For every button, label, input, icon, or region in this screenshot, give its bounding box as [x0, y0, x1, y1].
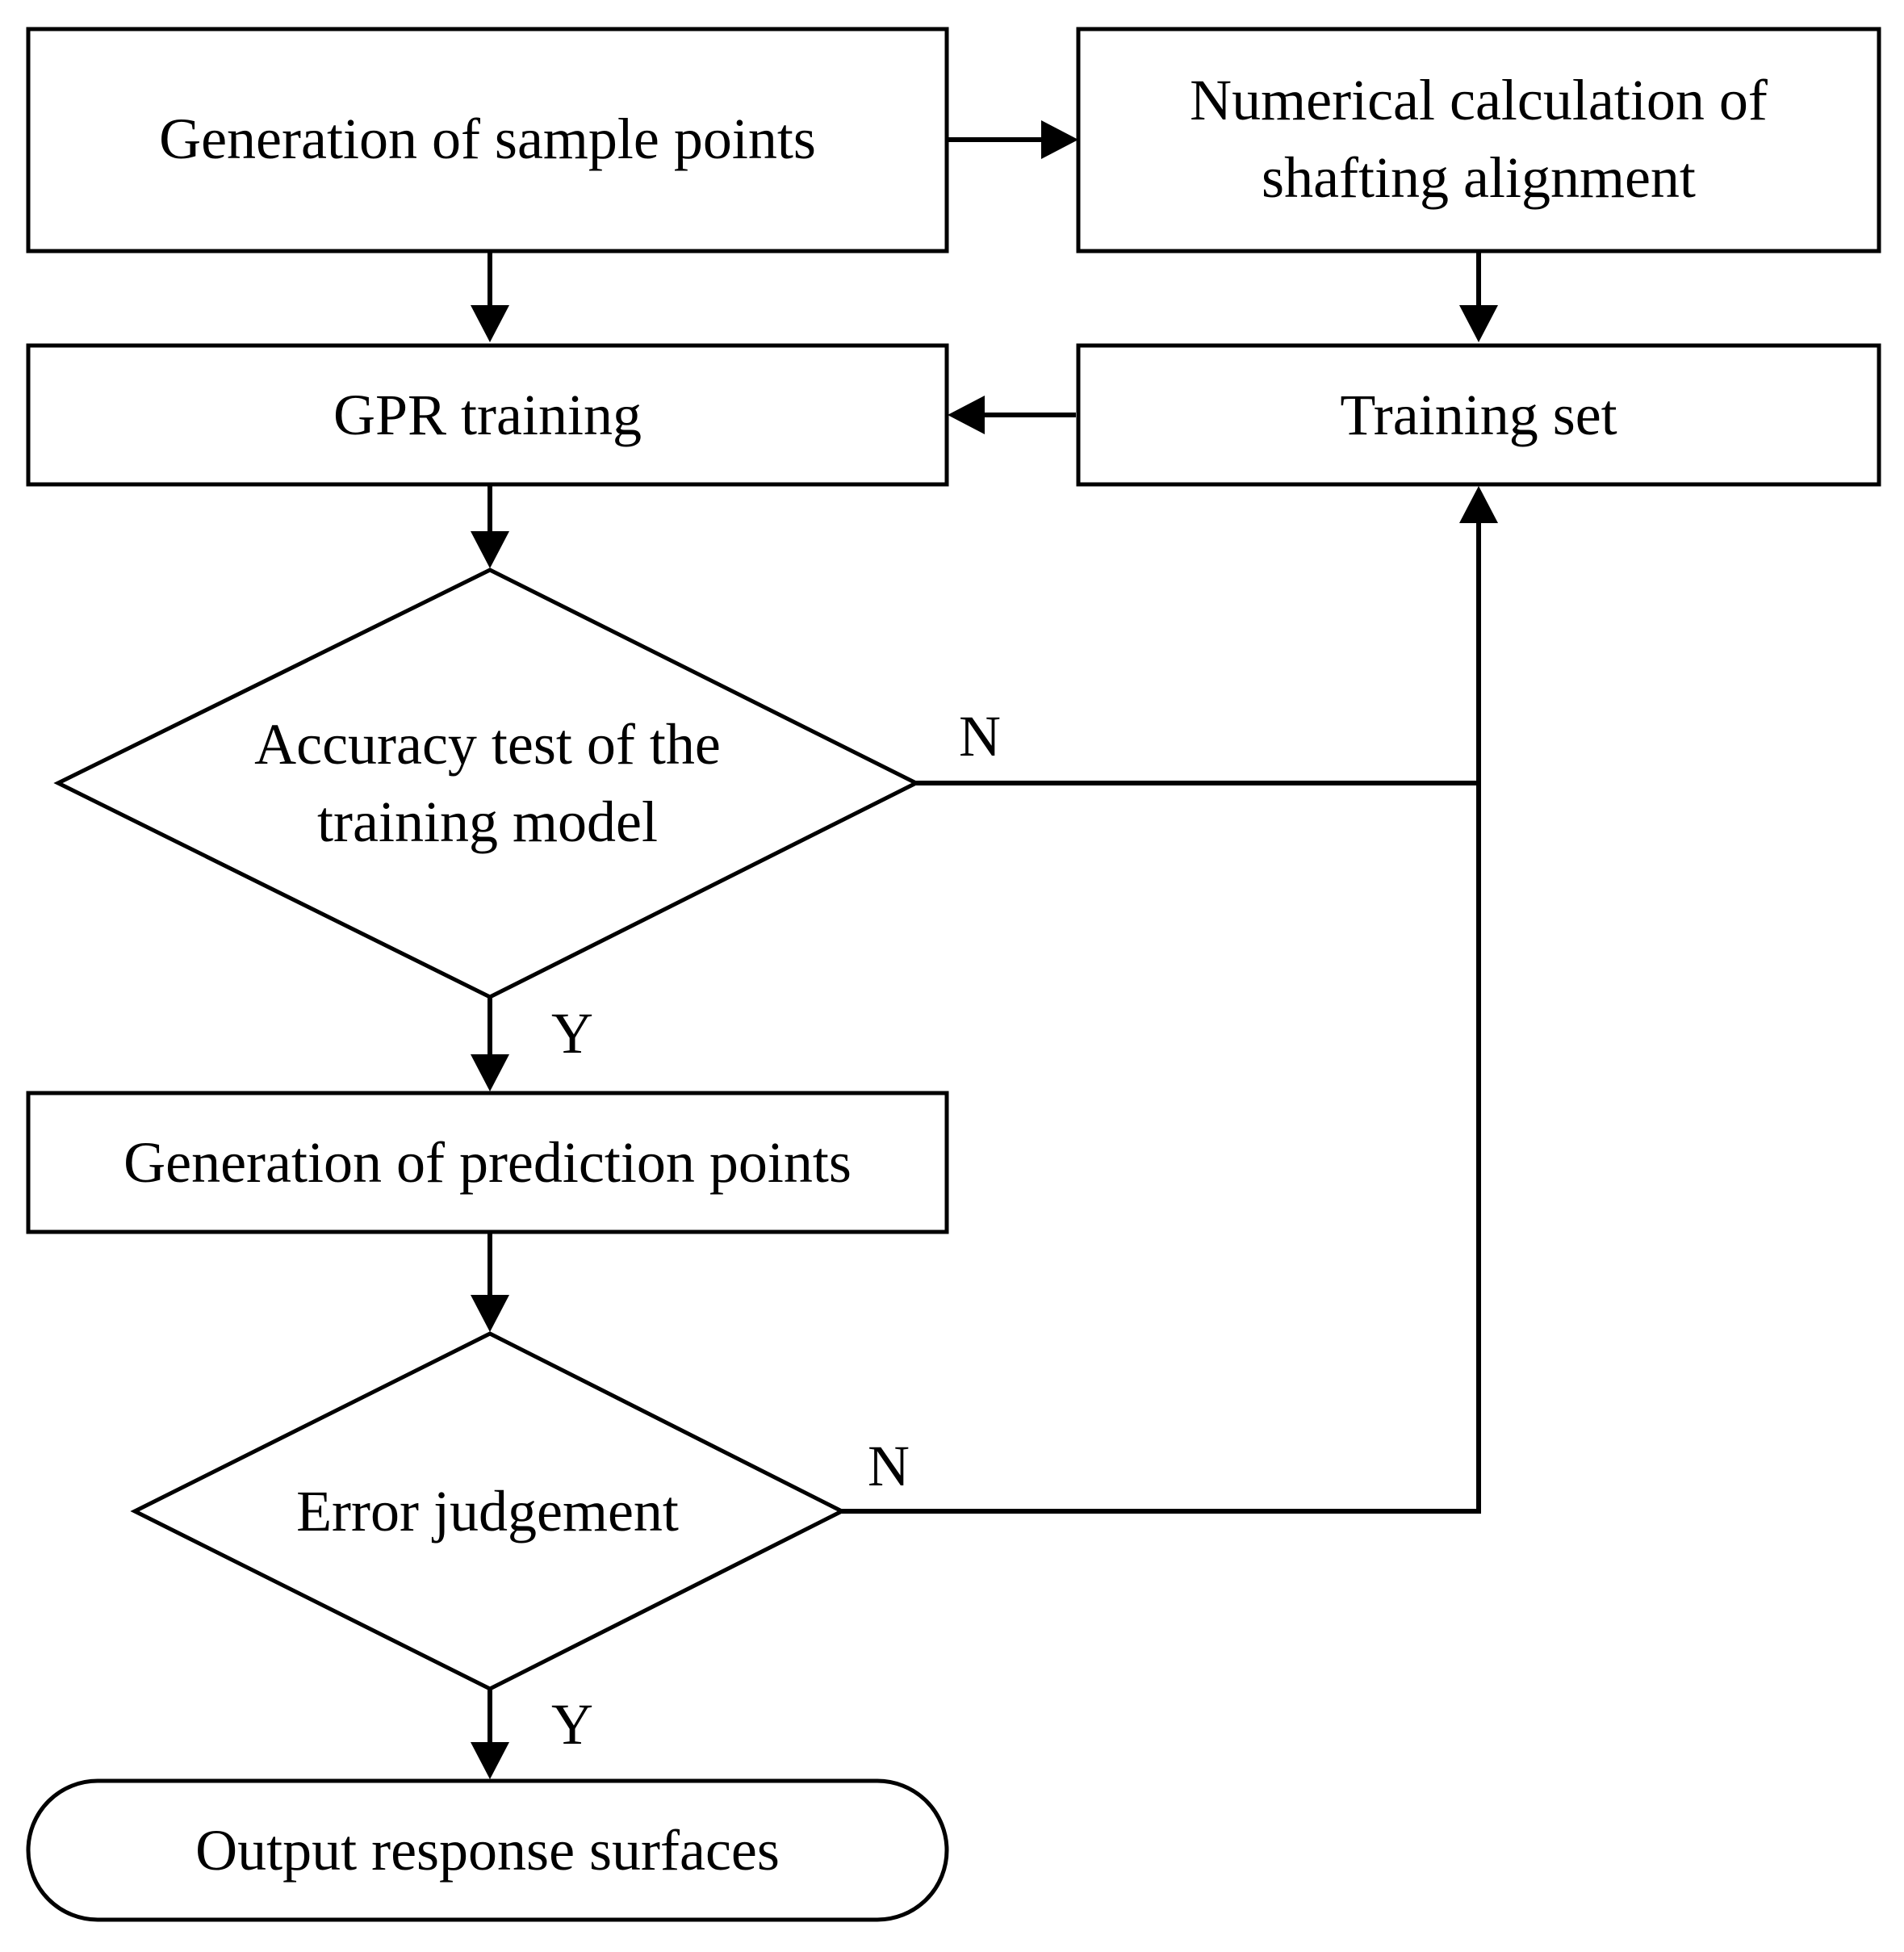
process-box — [26, 343, 949, 487]
arrowhead-down — [471, 1742, 509, 1779]
sample-points-label: Generation of sample points — [159, 107, 816, 171]
decision-diamond — [130, 1331, 847, 1691]
arrowhead-down — [471, 1295, 509, 1332]
decision-diamond — [53, 568, 921, 999]
arrowhead-right — [1041, 120, 1078, 159]
node-training-set: Training set — [1076, 343, 1881, 487]
arrowhead-down — [1459, 305, 1498, 342]
node-prediction-points: Generation of prediction points — [26, 1091, 949, 1234]
arrowhead-down — [471, 1054, 509, 1091]
node-output-surfaces: Output response surfaces — [26, 1778, 949, 1922]
accuracy-test-label-line1: Accuracy test of the — [254, 712, 721, 777]
arrowhead-down — [471, 305, 509, 342]
arrowhead-left — [948, 396, 985, 434]
arrowhead-up — [1459, 486, 1498, 523]
connectors — [471, 120, 1498, 1779]
node-error-judgement: Error judgement — [130, 1331, 847, 1691]
gpr-training-label: GPR training — [333, 383, 642, 447]
output-surfaces-label: Output response surfaces — [195, 1818, 780, 1883]
terminal-box — [26, 1778, 949, 1922]
error-judgement-label: Error judgement — [296, 1479, 679, 1544]
error-no-label: N — [868, 1434, 910, 1498]
node-gpr-training: GPR training — [26, 343, 949, 487]
process-box — [26, 27, 949, 253]
arrow-error-no-to-training-set — [842, 522, 1481, 1514]
prediction-points-label: Generation of prediction points — [123, 1130, 852, 1195]
training-set-label: Training set — [1340, 383, 1617, 447]
error-yes-label: Y — [551, 1692, 593, 1757]
accuracy-test-label-line2: training model — [317, 790, 658, 854]
node-accuracy-test: Accuracy test of the training model — [53, 568, 921, 999]
process-box — [1076, 343, 1881, 487]
process-box — [26, 1091, 949, 1234]
arrowhead-down — [471, 531, 509, 568]
node-sample-points: Generation of sample points — [26, 27, 949, 253]
node-numerical-calculation: Numerical calculation of shafting alignm… — [1076, 27, 1881, 253]
accuracy-no-label: N — [959, 704, 1001, 769]
numerical-calc-label-line2: shafting alignment — [1262, 145, 1696, 210]
process-box — [1076, 27, 1881, 253]
numerical-calc-label-line1: Numerical calculation of — [1190, 68, 1768, 132]
accuracy-yes-label: Y — [551, 1001, 593, 1066]
